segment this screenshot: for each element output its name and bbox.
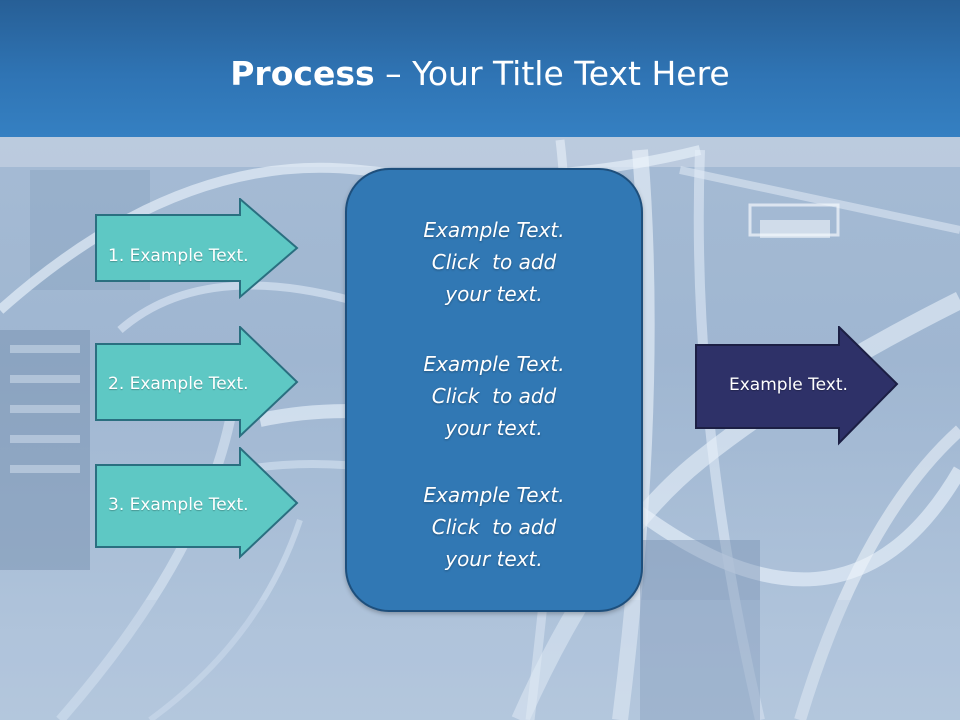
center-text-line: Click to add <box>431 384 557 408</box>
center-text-line: your text. <box>445 282 543 306</box>
input-arrow-2 <box>95 326 299 438</box>
center-text-block-1: Example Text. Click to add your text. <box>347 214 641 310</box>
center-text-line: Example Text. <box>423 218 565 242</box>
center-text-line: Click to add <box>431 250 557 274</box>
input-arrow-1-label: 1. Example Text. <box>108 246 249 266</box>
center-text-line: your text. <box>445 416 543 440</box>
center-text-block-2: Example Text. Click to add your text. <box>347 348 641 444</box>
input-arrow-3 <box>95 447 299 559</box>
center-text-line: Example Text. <box>423 483 565 507</box>
center-text-line: Click to add <box>431 515 557 539</box>
output-arrow-label: Example Text. <box>729 375 848 395</box>
center-process-box: Example Text. Click to add your text. Ex… <box>345 168 643 612</box>
input-arrow-2-label: 2. Example Text. <box>108 374 249 394</box>
output-arrow <box>695 326 899 446</box>
center-text-line: Example Text. <box>423 352 565 376</box>
slide-title: Process – Your Title Text Here <box>0 52 960 96</box>
input-arrow-1 <box>95 198 299 300</box>
center-text-line: your text. <box>445 547 543 571</box>
input-arrow-3-label: 3. Example Text. <box>108 495 249 515</box>
header-band <box>0 0 960 137</box>
title-rest: – Your Title Text Here <box>374 54 730 93</box>
center-text-block-3: Example Text. Click to add your text. <box>347 479 641 575</box>
title-bold: Process <box>230 54 375 93</box>
